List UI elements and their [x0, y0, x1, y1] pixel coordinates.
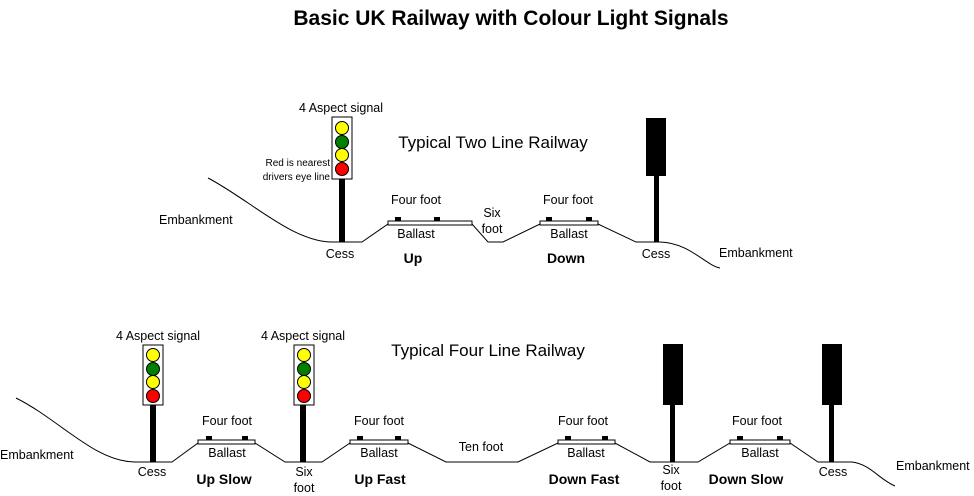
sleeper-down [539, 220, 599, 226]
four-aspect-signal-2 [293, 344, 315, 462]
signal-rear-3 [663, 344, 683, 462]
embankment-right-label: Embankment [896, 459, 970, 473]
signal-post [150, 403, 156, 462]
rail [395, 436, 401, 440]
rail [565, 436, 571, 440]
cess-left-label: Cess [326, 247, 354, 261]
ballast-label: Ballast [741, 446, 779, 460]
signal-label: 4 Aspect signal [299, 101, 383, 115]
sleeper-up [387, 220, 473, 226]
yellow-aspect-icon [146, 348, 160, 362]
ballast-label: Ballast [397, 227, 435, 241]
embankment-left-label: Embankment [0, 448, 74, 462]
six-foot-label-line1: Six [295, 465, 313, 479]
embankment-right-label: Embankment [719, 246, 793, 260]
four-line-heading: Typical Four Line Railway [391, 341, 585, 360]
signal-post [654, 176, 659, 242]
six-foot-label-line2: foot [661, 479, 682, 493]
signal-note-line2: drivers eye line [263, 172, 331, 183]
four-aspect-signal-1 [142, 344, 164, 462]
red-aspect-icon [146, 389, 160, 403]
signal-back [822, 344, 842, 405]
cess-right-label: Cess [819, 465, 847, 479]
rail-down-left [546, 217, 552, 221]
ballast-label: Ballast [360, 446, 398, 460]
rail-down-right [586, 217, 592, 221]
signal-post [300, 403, 306, 462]
signal-back [663, 344, 683, 405]
diagram-title: Basic UK Railway with Colour Light Signa… [293, 7, 728, 30]
up-line-label: Up [404, 250, 423, 266]
down-fast-label: Down Fast [549, 471, 620, 487]
sleeper-up-slow [197, 439, 256, 445]
two-line-heading: Typical Two Line Railway [398, 133, 588, 152]
up-fast-label: Up Fast [354, 471, 406, 487]
yellow-aspect-icon [335, 148, 349, 162]
signal-label-1: 4 Aspect signal [116, 329, 200, 343]
yellow-aspect-icon [297, 375, 311, 389]
six-foot-label-line1: Six [662, 463, 680, 477]
signal-back [646, 118, 666, 176]
two-line-railway: Typical Two Line Railway 4 Aspect signal… [159, 101, 793, 269]
rail [357, 436, 363, 440]
six-foot-label-line2: foot [482, 222, 503, 236]
four-foot-label: Four foot [543, 193, 594, 207]
four-aspect-signal-left [331, 116, 353, 242]
rail [206, 436, 212, 440]
four-foot-label: Four foot [558, 414, 609, 428]
four-foot-label: Four foot [354, 414, 405, 428]
yellow-aspect-icon [146, 375, 160, 389]
rail [242, 436, 248, 440]
signal-post [670, 404, 675, 462]
yellow-aspect-icon [297, 348, 311, 362]
green-aspect-icon [146, 362, 160, 376]
yellow-aspect-icon [335, 121, 349, 135]
rail [737, 436, 743, 440]
cess-left-label: Cess [138, 465, 166, 479]
signal-post [829, 404, 834, 462]
six-foot-label-line1: Six [483, 206, 501, 220]
sleeper-down-slow [729, 439, 791, 445]
four-foot-label: Four foot [391, 193, 442, 207]
green-aspect-icon [297, 362, 311, 376]
sleeper-down-fast [557, 439, 616, 445]
ten-foot-label: Ten foot [459, 440, 504, 454]
up-slow-label: Up Slow [196, 471, 251, 487]
four-foot-label: Four foot [202, 414, 253, 428]
ballast-label: Ballast [550, 227, 588, 241]
ballast-label: Ballast [208, 446, 246, 460]
red-aspect-icon [335, 162, 349, 176]
sleeper-up-fast [349, 439, 409, 445]
embankment-left-label: Embankment [159, 213, 233, 227]
cess-right-label: Cess [642, 247, 670, 261]
rail-up-left [395, 217, 401, 221]
four-line-railway: Typical Four Line Railway 4 Aspect signa… [0, 329, 970, 495]
six-foot-label-line2: foot [294, 481, 315, 495]
signal-rear-right [646, 118, 666, 242]
four-foot-label: Four foot [732, 414, 783, 428]
signal-label-2: 4 Aspect signal [261, 329, 345, 343]
down-slow-label: Down Slow [709, 471, 784, 487]
rail-up-right [434, 217, 440, 221]
ballast-label: Ballast [567, 446, 605, 460]
signal-note-line1: Red is nearest [266, 158, 331, 169]
down-line-label: Down [547, 250, 585, 266]
green-aspect-icon [335, 135, 349, 149]
signal-rear-4 [822, 344, 842, 462]
rail [602, 436, 608, 440]
rail [777, 436, 783, 440]
red-aspect-icon [297, 389, 311, 403]
signal-post [339, 178, 345, 242]
